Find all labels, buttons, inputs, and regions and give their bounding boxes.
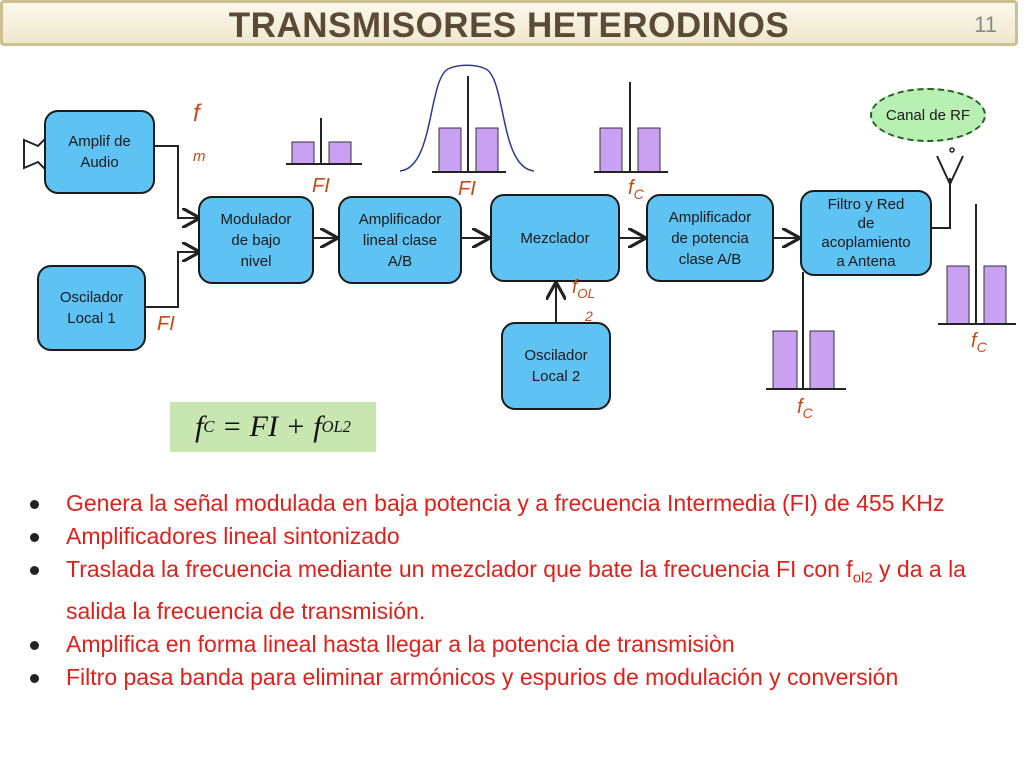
bullet-dot-icon <box>30 673 39 683</box>
mezclador-block: Mezclador <box>490 194 620 282</box>
fol2-number: 2 <box>585 308 593 324</box>
fc-label-antenna: fC <box>971 330 987 355</box>
bullet-dot-icon <box>30 500 39 509</box>
bullet-item: Filtro pasa banda para eliminar armónico… <box>30 661 990 694</box>
fi-label-spectrum-2: FI <box>458 178 476 200</box>
antenna-icon <box>936 155 964 185</box>
connector-audio-to-modulator <box>155 145 198 218</box>
canal-rf-bubble: Canal de RF <box>870 88 986 142</box>
bullet-list: Genera la señal modulada en baja potenci… <box>30 487 990 694</box>
bullet-dot-icon <box>30 640 39 650</box>
fi-label-osc1: FI <box>157 313 175 335</box>
spectrum-fi-bandpass <box>399 64 535 173</box>
fm-subscript: m <box>193 148 206 165</box>
slide-number: 11 <box>974 12 997 37</box>
fc-label-mixer: fC <box>628 177 644 202</box>
spectrum-fc-power <box>766 272 846 390</box>
bullet-dot-icon <box>30 533 39 542</box>
title-bar: TRANSMISORES HETERODINOS 11 <box>0 0 1018 46</box>
bullet-item: Traslada la frecuencia mediante un mezcl… <box>30 553 990 628</box>
fc-label-power: fC <box>797 396 813 421</box>
spectrum-fc-mixer <box>594 82 668 173</box>
fm-label: f <box>193 100 200 127</box>
fol2-label: fOL <box>572 277 596 301</box>
connector-osc1-to-modulator <box>146 252 198 308</box>
connector-filter-to-antenna <box>932 178 951 229</box>
bullet-dot-icon <box>30 566 39 575</box>
bullet-item: Genera la señal modulada en baja potenci… <box>30 487 990 520</box>
page-title: TRANSMISORES HETERODINOS <box>228 6 790 45</box>
spectrum-fi-1 <box>286 118 362 165</box>
bullet-item: Amplifica en forma lineal hasta llegar a… <box>30 628 990 661</box>
bullet-item: Amplificadores lineal sintonizado <box>30 520 990 553</box>
spectrum-fc-antenna <box>938 204 1016 325</box>
fi-label-spectrum-1: FI <box>312 175 330 197</box>
